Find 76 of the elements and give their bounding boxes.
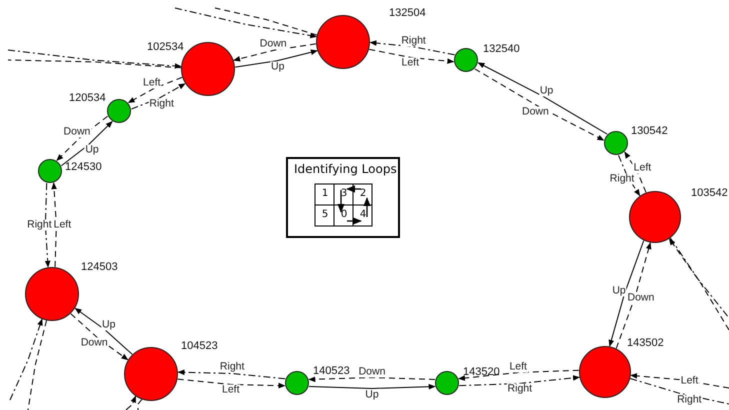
grid-number: 3 — [340, 189, 348, 199]
transition-arrow — [370, 40, 456, 56]
state-label: 124503 — [81, 261, 118, 273]
grid-number: 1 — [322, 189, 328, 199]
state-label: 130542 — [631, 125, 668, 137]
transition-arrow — [44, 182, 50, 268]
state-label: 103542 — [691, 187, 728, 199]
transition-arrow — [174, 8, 318, 38]
transition-arrow — [308, 376, 436, 382]
transition-arrow — [478, 62, 608, 135]
grid-number: 0 — [340, 210, 348, 220]
edge-label: Up — [611, 285, 627, 296]
edge-label: Up — [270, 61, 286, 72]
transition-arrow — [130, 83, 186, 110]
transition-arrow — [177, 378, 286, 388]
edge-label: Left — [508, 361, 528, 372]
transition-arrow — [616, 242, 652, 349]
edge-label: Up — [84, 144, 100, 156]
edge-label: Down — [62, 126, 92, 138]
edge-label: Right — [26, 220, 53, 231]
state-label: 143520 — [463, 366, 500, 378]
edge-label: Down — [258, 38, 288, 50]
edge-label: Down — [626, 292, 656, 304]
edge-label: Right — [148, 98, 175, 110]
transition-arrow — [177, 370, 286, 380]
edge-label: Left — [142, 77, 162, 88]
edge-label: Down — [358, 366, 386, 377]
transition-arrow — [458, 370, 580, 381]
transition-arrow — [60, 121, 113, 166]
transition-arrow — [74, 308, 133, 355]
transition-arrow — [368, 48, 454, 64]
edge-label: Right — [400, 35, 427, 46]
panel-title: Identifying Loops — [294, 162, 397, 176]
edge-label: Right — [218, 362, 246, 373]
edge-label: Right — [608, 174, 636, 185]
state-label: 124530 — [65, 161, 102, 173]
edge-label: Down — [80, 337, 109, 348]
grid-number: 2 — [360, 189, 366, 199]
transition-arrow — [10, 318, 43, 400]
transition-arrow — [458, 375, 580, 386]
edge-label: Left — [632, 162, 652, 174]
grid-number: 4 — [360, 210, 366, 220]
state-label: 132504 — [389, 7, 426, 19]
edge-label: Left — [400, 58, 420, 69]
edge-label: Down — [521, 106, 550, 118]
transition-arrow — [608, 240, 644, 347]
transition-arrow — [308, 384, 436, 390]
transition-arrow — [51, 182, 57, 268]
transition-arrow — [128, 76, 183, 104]
state-label: 102534 — [147, 41, 184, 53]
state-label: 120534 — [69, 92, 106, 104]
transition-arrow — [8, 50, 182, 69]
transition-arrow — [474, 68, 604, 141]
edge-label: Up — [538, 86, 554, 97]
transition-arrow — [668, 238, 729, 330]
grid-number: 5 — [322, 210, 328, 220]
transition-arrow — [234, 50, 318, 68]
transition-arrow — [138, 398, 142, 410]
transition-arrow — [630, 373, 729, 388]
edge-label: Right — [676, 394, 703, 406]
state-label: 104523 — [181, 340, 218, 352]
edge-label: Up — [101, 320, 116, 331]
transition-arrow — [233, 43, 316, 62]
state-label: 143502 — [627, 337, 664, 349]
edge-label: Left — [680, 376, 700, 387]
edge-label: Right — [506, 384, 534, 395]
transition-arrow — [126, 396, 136, 410]
state-label: 132540 — [483, 43, 520, 55]
edge-label: Up — [364, 389, 380, 400]
edge-label: Left — [221, 384, 241, 396]
transition-arrow — [70, 313, 128, 360]
state-label: 140523 — [313, 365, 350, 377]
edge-label: Left — [52, 219, 72, 230]
transition-arrow — [624, 151, 646, 193]
transition-arrow — [618, 154, 640, 196]
legend-panel — [286, 157, 400, 238]
